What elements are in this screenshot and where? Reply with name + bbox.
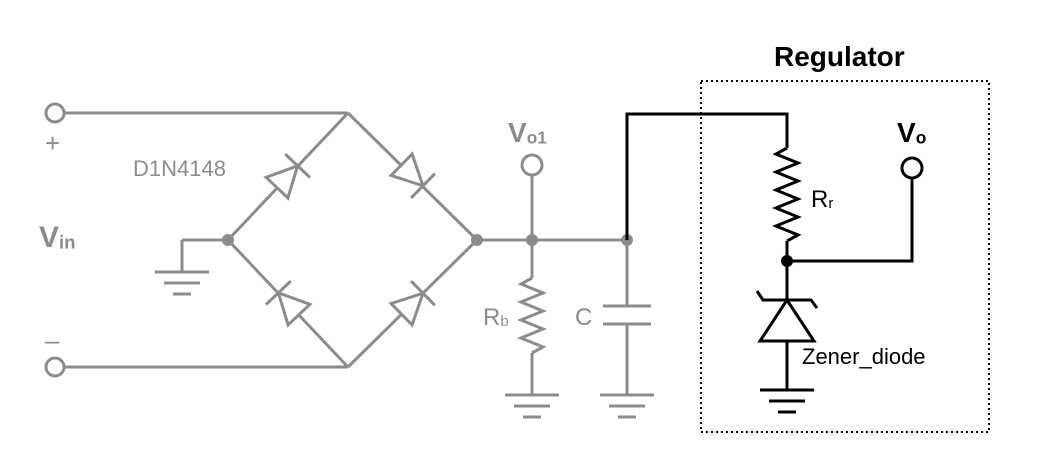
diode-d3 xyxy=(264,280,313,328)
ground-icon xyxy=(600,393,654,419)
diode-d4 xyxy=(388,280,436,328)
vo-label: Vo xyxy=(897,119,926,147)
vo1-terminal xyxy=(520,153,544,177)
vin-sub-text: in xyxy=(59,231,76,253)
rb-resistor xyxy=(517,276,547,355)
junction-dot xyxy=(471,234,483,246)
junction-dot xyxy=(222,234,234,246)
diode-model-label: D1N4148 xyxy=(133,156,226,181)
vin-label: Vin xyxy=(39,223,76,253)
ground-icon xyxy=(505,393,559,419)
regulator-circuit xyxy=(625,112,914,390)
c-label: C xyxy=(575,304,593,331)
rr-sub-text: r xyxy=(828,196,834,213)
diode-d2 xyxy=(388,151,436,199)
rb-main-text: R xyxy=(483,304,501,331)
vo-terminal xyxy=(900,156,924,180)
vin-main-text: V xyxy=(39,221,60,254)
vin-minus-label: – xyxy=(45,325,60,355)
zener-label: Zener_diode xyxy=(802,344,926,369)
regulator-title: Regulator xyxy=(774,41,905,72)
diode-d1 xyxy=(263,153,312,201)
ground-icon xyxy=(155,270,209,296)
vo-sub-text: o xyxy=(915,127,927,148)
rb-label: Rb xyxy=(483,306,509,330)
gray-terminals xyxy=(44,102,544,378)
rb-sub-text: b xyxy=(500,314,509,331)
zener-bar xyxy=(755,290,819,309)
bridge-diodes xyxy=(263,151,436,328)
ground-icon xyxy=(760,388,814,414)
junction-dot xyxy=(781,255,793,267)
regulator-box xyxy=(700,80,990,433)
zener-diode xyxy=(755,290,819,343)
vo-main-text: V xyxy=(897,117,916,148)
vo1-label: Vo1 xyxy=(508,119,547,147)
vo1-main-text: V xyxy=(508,117,527,148)
rr-label: Rr xyxy=(811,188,833,212)
regulator-input-wire xyxy=(625,112,789,240)
rr-resistor xyxy=(772,146,802,243)
vin-minus-terminal xyxy=(44,356,66,378)
vo-output-wire xyxy=(787,178,914,263)
vin-plus-label: + xyxy=(45,128,61,158)
rr-main-text: R xyxy=(811,186,829,213)
junction-dot xyxy=(526,234,538,246)
vo1-sub-text: o1 xyxy=(526,127,547,148)
vin-plus-terminal xyxy=(44,102,66,124)
zener-triangle xyxy=(757,297,817,343)
gray-ground-symbols xyxy=(155,270,654,419)
